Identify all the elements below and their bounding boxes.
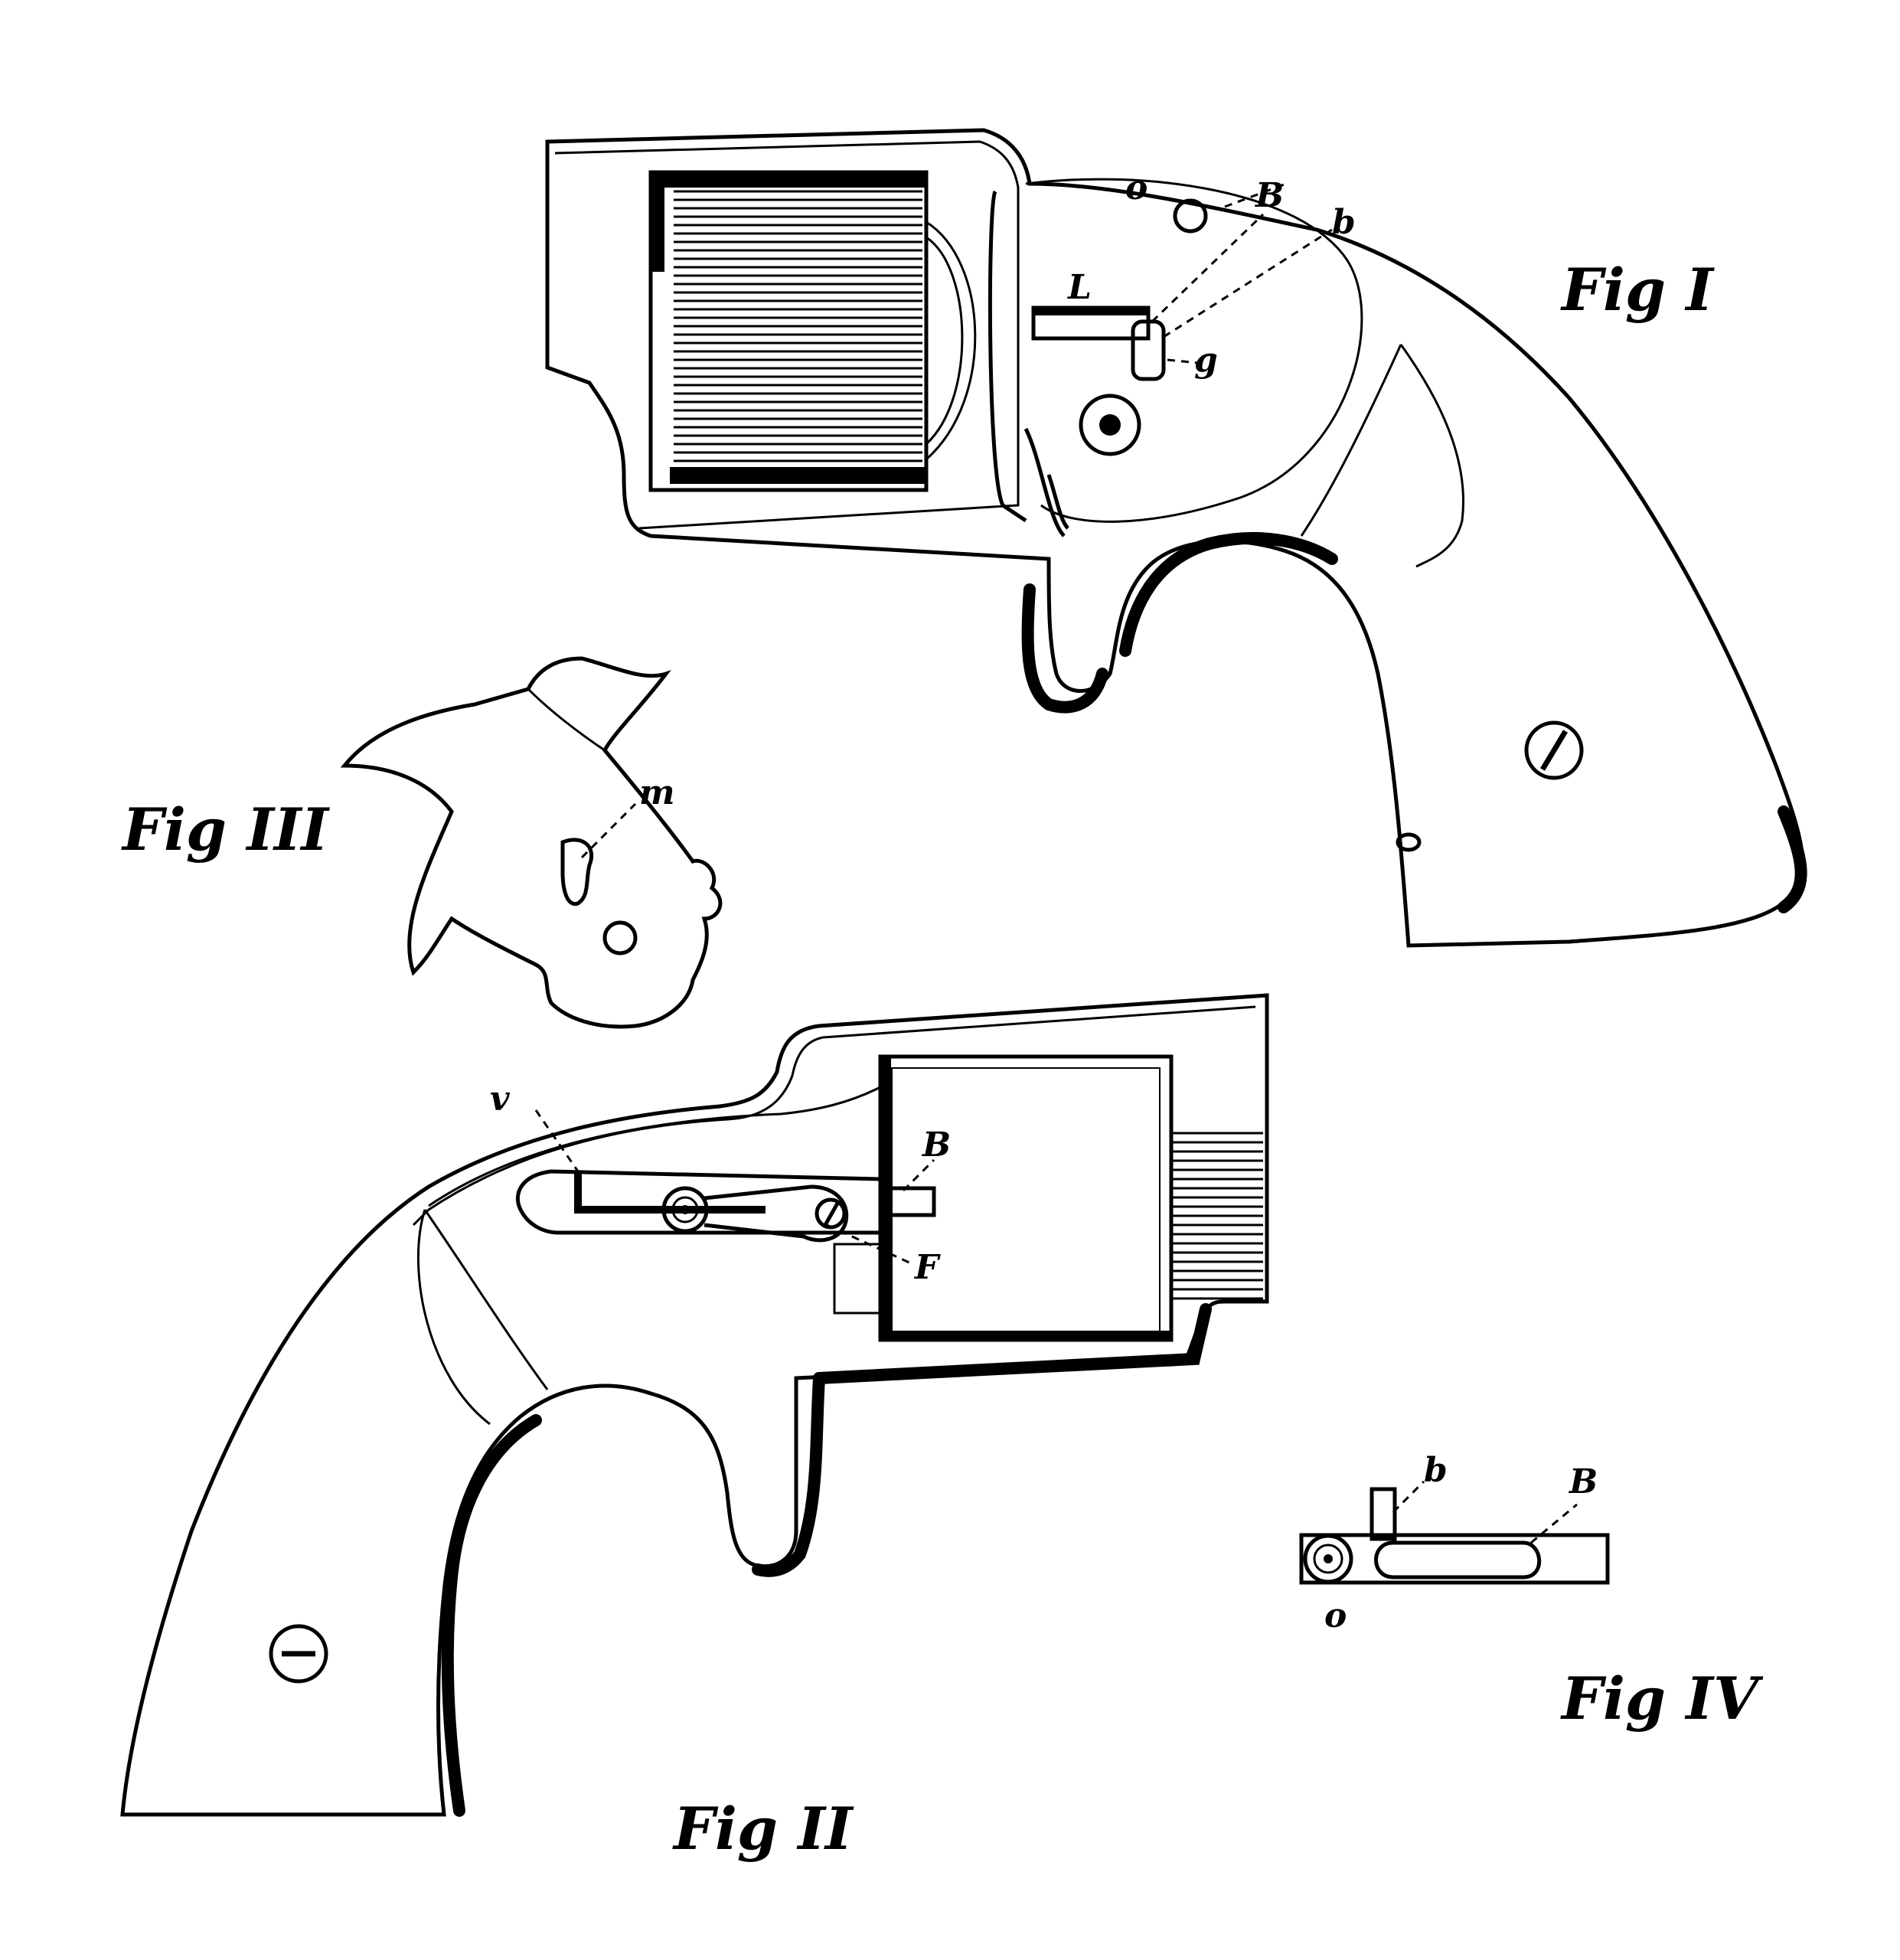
fig-1-pin-b — [1131, 319, 1166, 381]
fig-1-grip-screw — [1524, 720, 1584, 780]
fig-2-side-plate — [428, 1086, 881, 1207]
fig-1-grip-back-shade — [1119, 532, 1338, 657]
fig-1-hammer — [1023, 427, 1069, 537]
fig-1-recoil-shield — [988, 190, 1027, 523]
fig-2-frame-bottom-shade — [813, 1303, 1212, 1384]
fig-1-cylinder-bottom-shade — [670, 467, 926, 484]
fig-1-label-b: b — [1332, 203, 1356, 242]
fig-4-label-B: B — [1568, 1462, 1598, 1501]
fig-1-side-plate — [1025, 178, 1363, 523]
fig-2-revolver: v B F Fig II — [120, 993, 1269, 1863]
fig-2-recess — [515, 1169, 881, 1235]
fig-3-title: Fig III — [121, 795, 331, 864]
fig-1-cylinder-window — [648, 170, 929, 492]
fig-2-ratchet-o — [661, 1186, 709, 1233]
fig-1-frame-inner — [554, 140, 1020, 530]
fig-3-slot-m — [560, 838, 593, 906]
fig-1-revolver: o B b L g Fig I — [545, 128, 1807, 948]
fig-2-grip-panel — [423, 1209, 549, 1390]
fig-2-grip-screw — [269, 1624, 328, 1684]
fig-1-cylinder-dome — [926, 220, 977, 461]
fig-3-inner-line — [527, 688, 606, 752]
fig-1-trigger-guard-shade — [1021, 583, 1108, 714]
fig-1-cylinder-left-shade — [651, 172, 664, 272]
fig-4-label-o: o — [1324, 1596, 1347, 1635]
fig-2-recess-shade — [574, 1171, 766, 1214]
fig-2-frame-inner — [412, 1005, 1256, 1227]
fig-2-cylinder-hatching — [1171, 1132, 1263, 1300]
fig-3-pivot-hole — [602, 920, 638, 956]
fig-2-label-v: v — [490, 1080, 510, 1119]
fig-4-bolt-bar — [1299, 1533, 1610, 1585]
fig-4-pin-b — [1370, 1487, 1397, 1541]
fig-2-title: Fig II — [672, 1795, 854, 1863]
fig-2-link-arm — [704, 1184, 849, 1243]
fig-1-butt-screw — [1396, 832, 1422, 852]
fig-1-cylinder-hatching — [674, 190, 922, 462]
fig-3-hammer-part: m Fig III — [121, 656, 723, 1029]
fig-2-label-F: F — [913, 1248, 941, 1287]
fig-1-grip-panel — [1300, 344, 1402, 537]
fig-2-bolt-B — [886, 1186, 936, 1217]
fig-1-frame-outline — [545, 128, 1805, 948]
fig-2-frame-outline — [120, 993, 1269, 1817]
fig-1-title: Fig I — [1560, 256, 1715, 324]
fig-2-label-B: B — [921, 1125, 951, 1165]
fig-3-hammer-outline — [340, 656, 723, 1029]
fig-1-label-L: L — [1066, 268, 1092, 307]
fig-2-grip-front-shade — [441, 1414, 542, 1817]
fig-1-cylinder-top-shade — [651, 172, 926, 188]
fig-1-stud-o — [1173, 198, 1208, 234]
fig-2-cylinder-window — [878, 1054, 1174, 1342]
fig-1-label-o: o — [1125, 168, 1148, 207]
fig-4-slot — [1374, 1540, 1542, 1579]
fig-2-trigger-guard-shade — [752, 1372, 825, 1577]
fig-1-grip-heel-shade — [1778, 805, 1807, 913]
fig-4-title: Fig IV — [1560, 1664, 1764, 1733]
fig-1-pivot-screw — [1079, 394, 1141, 456]
fig-1-label-B: B — [1254, 176, 1284, 215]
fig-4-ratchet-o — [1303, 1534, 1353, 1584]
fig-1-label-g: g — [1194, 341, 1218, 380]
fig-3-label-m: m — [639, 773, 675, 812]
fig-4-label-b: b — [1424, 1451, 1448, 1490]
fig-2-hammer-face — [833, 1243, 882, 1315]
fig-4-bolt-detail: b B o Fig IV — [1299, 1451, 1764, 1733]
